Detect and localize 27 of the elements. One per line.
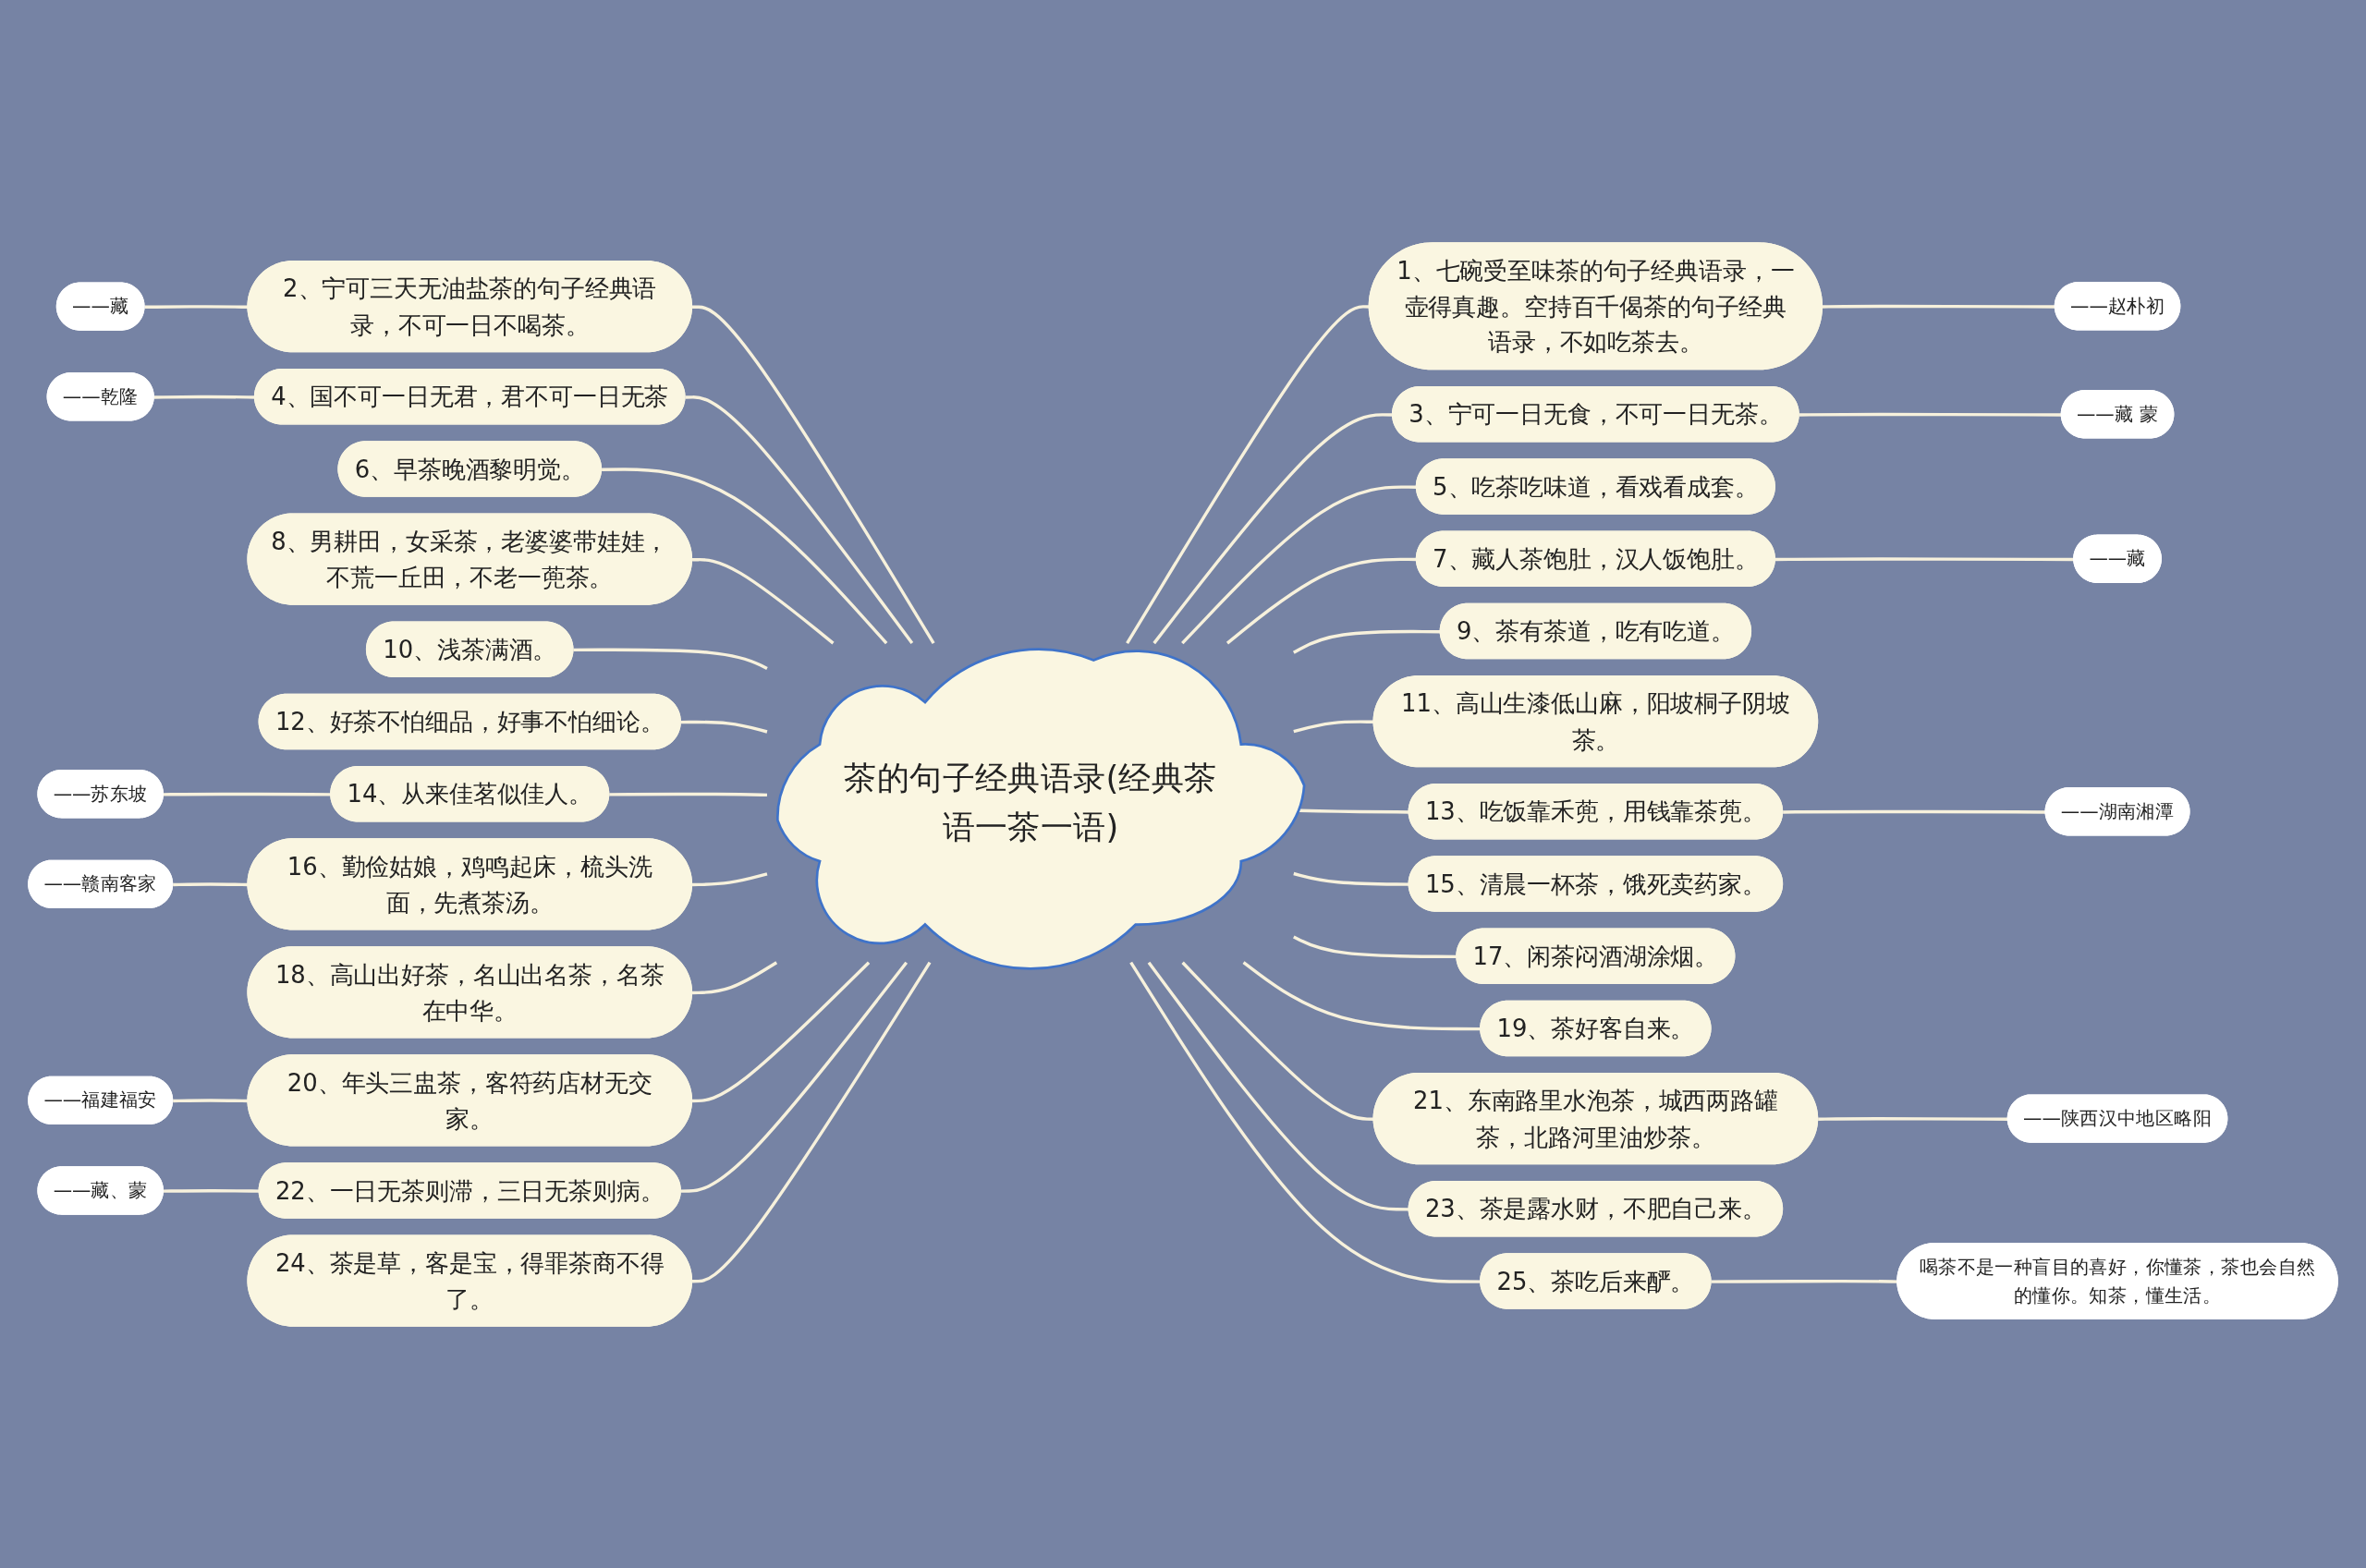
connector xyxy=(692,557,835,644)
connector xyxy=(685,395,914,644)
connector xyxy=(1181,961,1374,1121)
connector xyxy=(163,1188,260,1193)
connector xyxy=(173,881,249,886)
connector xyxy=(692,961,932,1282)
connector xyxy=(1293,934,1457,958)
connector xyxy=(1711,1279,1898,1283)
connector xyxy=(1293,719,1374,733)
connector xyxy=(144,304,249,309)
connector xyxy=(692,961,871,1102)
connector xyxy=(680,961,909,1193)
connector xyxy=(1181,484,1418,644)
connector xyxy=(609,792,768,796)
connector xyxy=(173,1098,249,1102)
connector xyxy=(1226,557,1418,644)
connector xyxy=(1293,871,1409,886)
connector xyxy=(1147,961,1409,1211)
connector xyxy=(1783,809,2046,814)
connector xyxy=(1774,556,2075,561)
connector xyxy=(153,395,256,399)
connector xyxy=(692,871,768,886)
connector xyxy=(692,960,778,994)
connector xyxy=(602,467,888,644)
connector xyxy=(680,720,768,734)
connector xyxy=(692,305,935,644)
connector xyxy=(573,648,768,670)
